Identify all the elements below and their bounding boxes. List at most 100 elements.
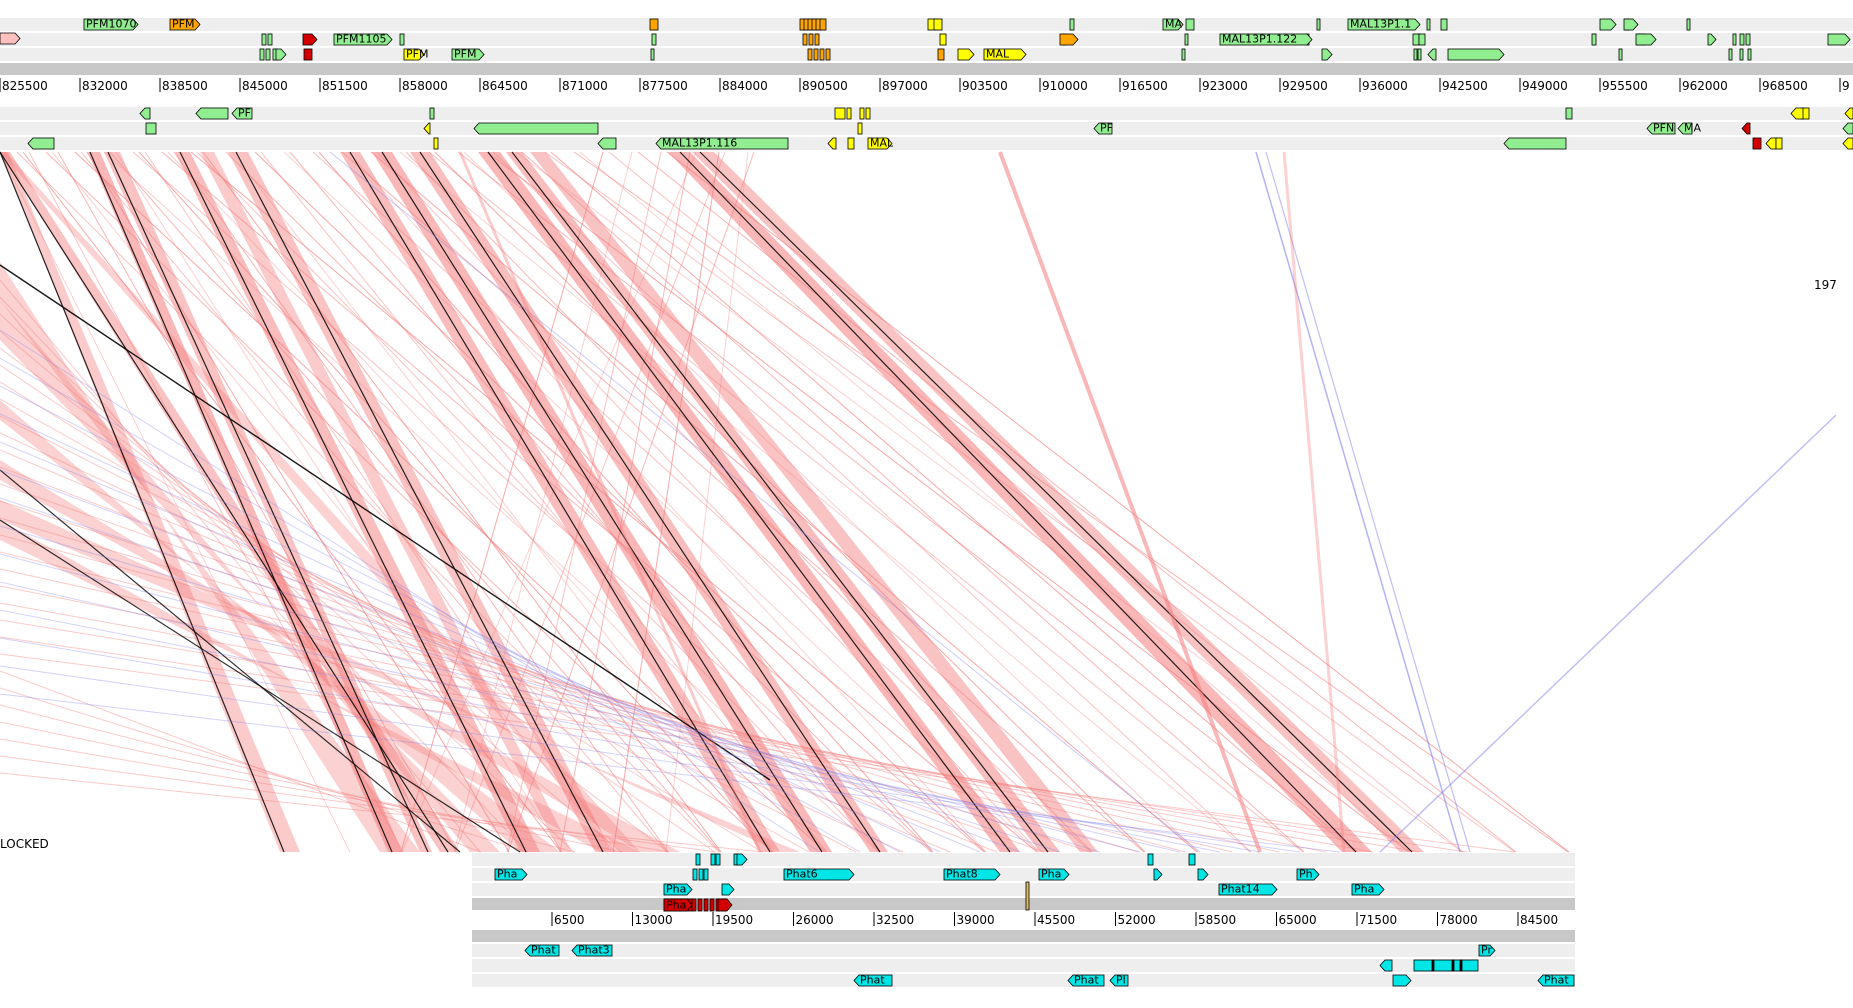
feature-block[interactable]	[802, 33, 808, 46]
feature[interactable]	[1447, 48, 1505, 61]
feature-block[interactable]	[1412, 33, 1420, 46]
feature-phat-r1[interactable]	[524, 944, 560, 957]
feature[interactable]	[1623, 18, 1639, 31]
feature[interactable]	[195, 107, 229, 120]
match-line[interactable]	[86, 151, 510, 853]
match-line[interactable]	[1255, 151, 1461, 853]
feature-pfn[interactable]	[1646, 122, 1676, 135]
match-line[interactable]	[0, 772, 764, 853]
match-line[interactable]	[376, 151, 1040, 853]
match-line[interactable]	[0, 525, 1101, 853]
feature-block[interactable]	[265, 48, 271, 61]
match-line[interactable]	[0, 551, 1233, 853]
match-line[interactable]	[0, 519, 521, 853]
feature[interactable]	[1427, 48, 1437, 61]
match-line[interactable]	[608, 151, 1464, 853]
feature-phat6[interactable]	[783, 868, 855, 881]
match-line[interactable]	[1282, 151, 1346, 853]
feature-block[interactable]	[1316, 18, 1321, 31]
feature[interactable]	[1599, 18, 1617, 31]
feature[interactable]	[1392, 974, 1412, 987]
match-line[interactable]	[1265, 151, 1471, 853]
match-line[interactable]	[0, 151, 351, 853]
feature-block[interactable]	[710, 853, 716, 866]
match-line[interactable]	[579, 151, 1411, 853]
match-line[interactable]	[0, 653, 1515, 853]
match-line[interactable]	[0, 398, 810, 853]
match-line[interactable]	[28, 151, 404, 853]
match-line[interactable]	[0, 313, 575, 853]
feature-block[interactable]	[698, 868, 704, 881]
feature-pl[interactable]	[1109, 974, 1129, 987]
match-line[interactable]	[0, 483, 1045, 853]
match-line[interactable]	[22, 151, 562, 853]
feature[interactable]	[1197, 868, 1209, 881]
feature-pfm-orange[interactable]	[169, 18, 201, 31]
match-line[interactable]	[0, 721, 623, 853]
feature[interactable]	[0, 32, 21, 45]
feature-block[interactable]	[703, 868, 709, 881]
match-line[interactable]	[400, 151, 604, 853]
match-line[interactable]	[57, 151, 457, 853]
feature-block[interactable]	[1775, 137, 1783, 150]
match-line[interactable]	[0, 151, 285, 853]
feature-block[interactable]	[808, 33, 814, 46]
match-line[interactable]	[612, 151, 720, 853]
feature-block[interactable]	[1739, 33, 1745, 46]
match-band[interactable]	[0, 152, 460, 852]
match-line[interactable]	[235, 151, 604, 853]
feature-phat-r3c[interactable]	[1537, 974, 1575, 987]
match-line[interactable]	[550, 151, 1358, 853]
feature-block[interactable]	[859, 107, 865, 120]
feature-block[interactable]	[261, 33, 267, 46]
match-line[interactable]	[0, 517, 1139, 853]
match-line[interactable]	[109, 151, 721, 853]
feature-phat-r3b[interactable]	[1067, 974, 1105, 987]
feature-phat3[interactable]	[571, 944, 613, 957]
match-line[interactable]	[312, 151, 1092, 853]
feature[interactable]	[423, 122, 431, 135]
feature-ma[interactable]	[1162, 18, 1184, 31]
feature-block[interactable]	[819, 18, 827, 31]
match-line[interactable]	[0, 500, 1092, 853]
match-line[interactable]	[80, 151, 668, 853]
feature-pf[interactable]	[231, 107, 253, 120]
match-line[interactable]	[0, 385, 901, 853]
match-line[interactable]	[0, 357, 861, 853]
feature[interactable]	[1790, 107, 1804, 120]
match-line[interactable]	[559, 151, 691, 853]
match-line[interactable]	[347, 151, 987, 853]
feature-block[interactable]	[1147, 853, 1154, 866]
match-line[interactable]	[289, 151, 881, 853]
match-line[interactable]	[225, 151, 933, 853]
feature-pha[interactable]	[494, 868, 528, 881]
feature-mal-yellow[interactable]	[983, 48, 1027, 61]
match-line[interactable]	[0, 581, 1181, 853]
feature-block[interactable]	[1417, 48, 1422, 61]
feature-block[interactable]	[865, 107, 871, 120]
match-line[interactable]	[0, 415, 857, 853]
match-line[interactable]	[0, 534, 1186, 853]
feature-block[interactable]	[1440, 18, 1448, 31]
feature-block[interactable]	[1686, 18, 1691, 31]
match-line[interactable]	[453, 151, 633, 853]
feature-pha-red[interactable]	[663, 898, 693, 912]
feature-block[interactable]	[267, 33, 273, 46]
feature[interactable]	[721, 883, 735, 896]
match-line[interactable]	[458, 151, 762, 853]
match-line[interactable]	[167, 151, 827, 853]
feature[interactable]	[717, 898, 733, 912]
match-line[interactable]	[434, 151, 1146, 853]
feature-block[interactable]	[259, 48, 265, 61]
feature[interactable]	[1153, 868, 1163, 881]
match-line[interactable]	[283, 151, 1039, 853]
feature-block[interactable]	[649, 18, 659, 31]
match-line[interactable]	[492, 151, 1252, 853]
match-line[interactable]	[0, 466, 998, 853]
feature-block[interactable]	[650, 48, 655, 61]
feature-block[interactable]	[433, 137, 439, 150]
match-line[interactable]	[0, 738, 670, 853]
match-line[interactable]	[0, 687, 529, 853]
sequence-marker[interactable]	[1025, 881, 1030, 911]
